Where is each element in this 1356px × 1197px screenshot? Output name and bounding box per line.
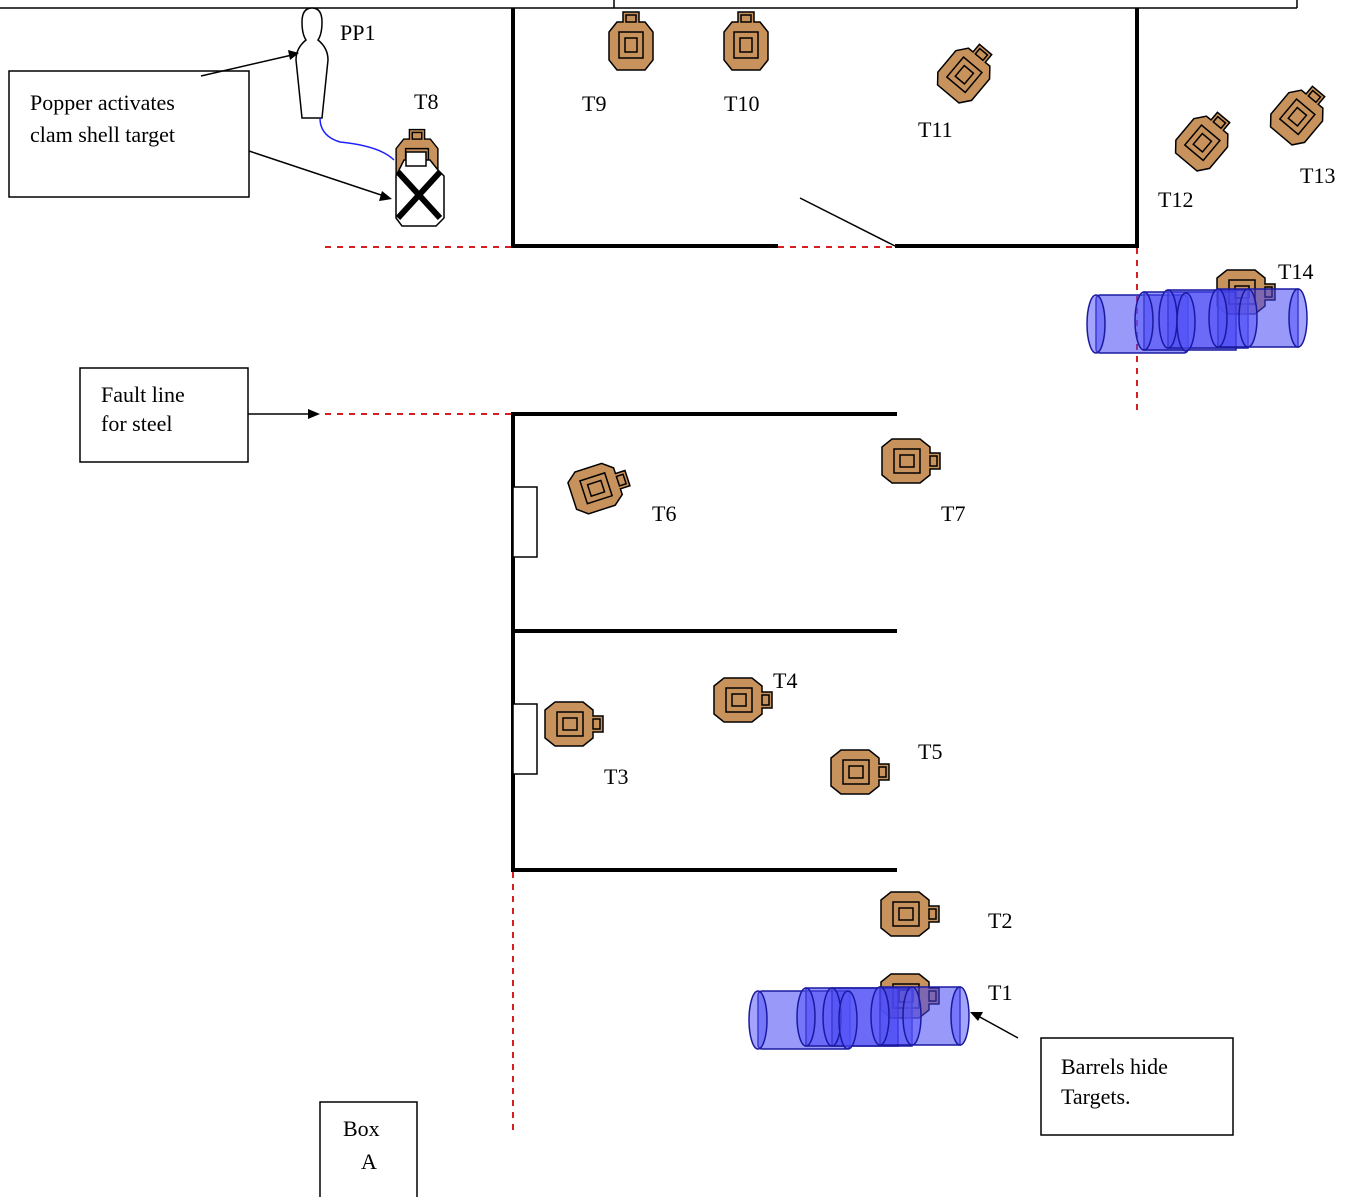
target-t6: [565, 457, 634, 517]
door-swing: [799, 197, 896, 247]
callout-fault-line2: for steel: [101, 411, 172, 436]
label-t14: T14: [1278, 259, 1313, 284]
label-t7: T7: [941, 501, 965, 526]
label-t5: T5: [918, 739, 942, 764]
activation-wire: [319, 117, 395, 161]
popper-pp1: [295, 7, 395, 161]
label-t11: T11: [918, 117, 953, 142]
target-t5: [831, 750, 889, 794]
label-t9: T9: [582, 91, 606, 116]
target-t10: [723, 11, 769, 71]
callout-popper: Popper activates clam shell target: [8, 50, 392, 201]
target-t12: [1168, 102, 1242, 177]
box-a-line1: Box: [343, 1116, 380, 1141]
top-room-walls: [511, 8, 1139, 248]
target-t4: [714, 678, 772, 722]
lower-room-walls: [511, 412, 897, 872]
callout-fault-line: Fault line for steel: [79, 367, 320, 463]
clam-shell-target-t8: [395, 128, 445, 227]
barrels-t14: [1086, 288, 1308, 354]
callout-popper-line2: clam shell target: [30, 122, 175, 147]
callout-barrels-line1: Barrels hide: [1061, 1054, 1168, 1079]
target-t13: [1263, 76, 1337, 151]
box-a: Box A: [319, 1101, 418, 1197]
window-lower: [512, 703, 538, 775]
popper-label: PP1: [340, 20, 375, 45]
target-t3: [545, 702, 603, 746]
label-t12: T12: [1158, 187, 1193, 212]
label-t2: T2: [988, 908, 1012, 933]
target-t11: [930, 34, 1004, 109]
target-t2: [881, 892, 939, 936]
target-t9: [608, 11, 654, 71]
callout-barrels-line2: Targets.: [1061, 1084, 1131, 1109]
label-t6: T6: [652, 501, 676, 526]
callout-fault-line1: Fault line: [101, 382, 185, 407]
callout-barrels: Barrels hide Targets.: [970, 1012, 1234, 1136]
callout-popper-line1: Popper activates: [30, 90, 175, 115]
target-t7: [882, 439, 940, 483]
window-upper: [512, 486, 538, 558]
label-t3: T3: [604, 764, 628, 789]
fault-lines: [325, 246, 1138, 1132]
box-a-line2: A: [361, 1149, 377, 1174]
label-t1: T1: [988, 980, 1012, 1005]
label-t13: T13: [1300, 163, 1335, 188]
label-t10: T10: [724, 91, 759, 116]
clam-shell-label: T8: [414, 89, 438, 114]
label-t4: T4: [773, 668, 797, 693]
barrels-t1: [748, 986, 970, 1050]
